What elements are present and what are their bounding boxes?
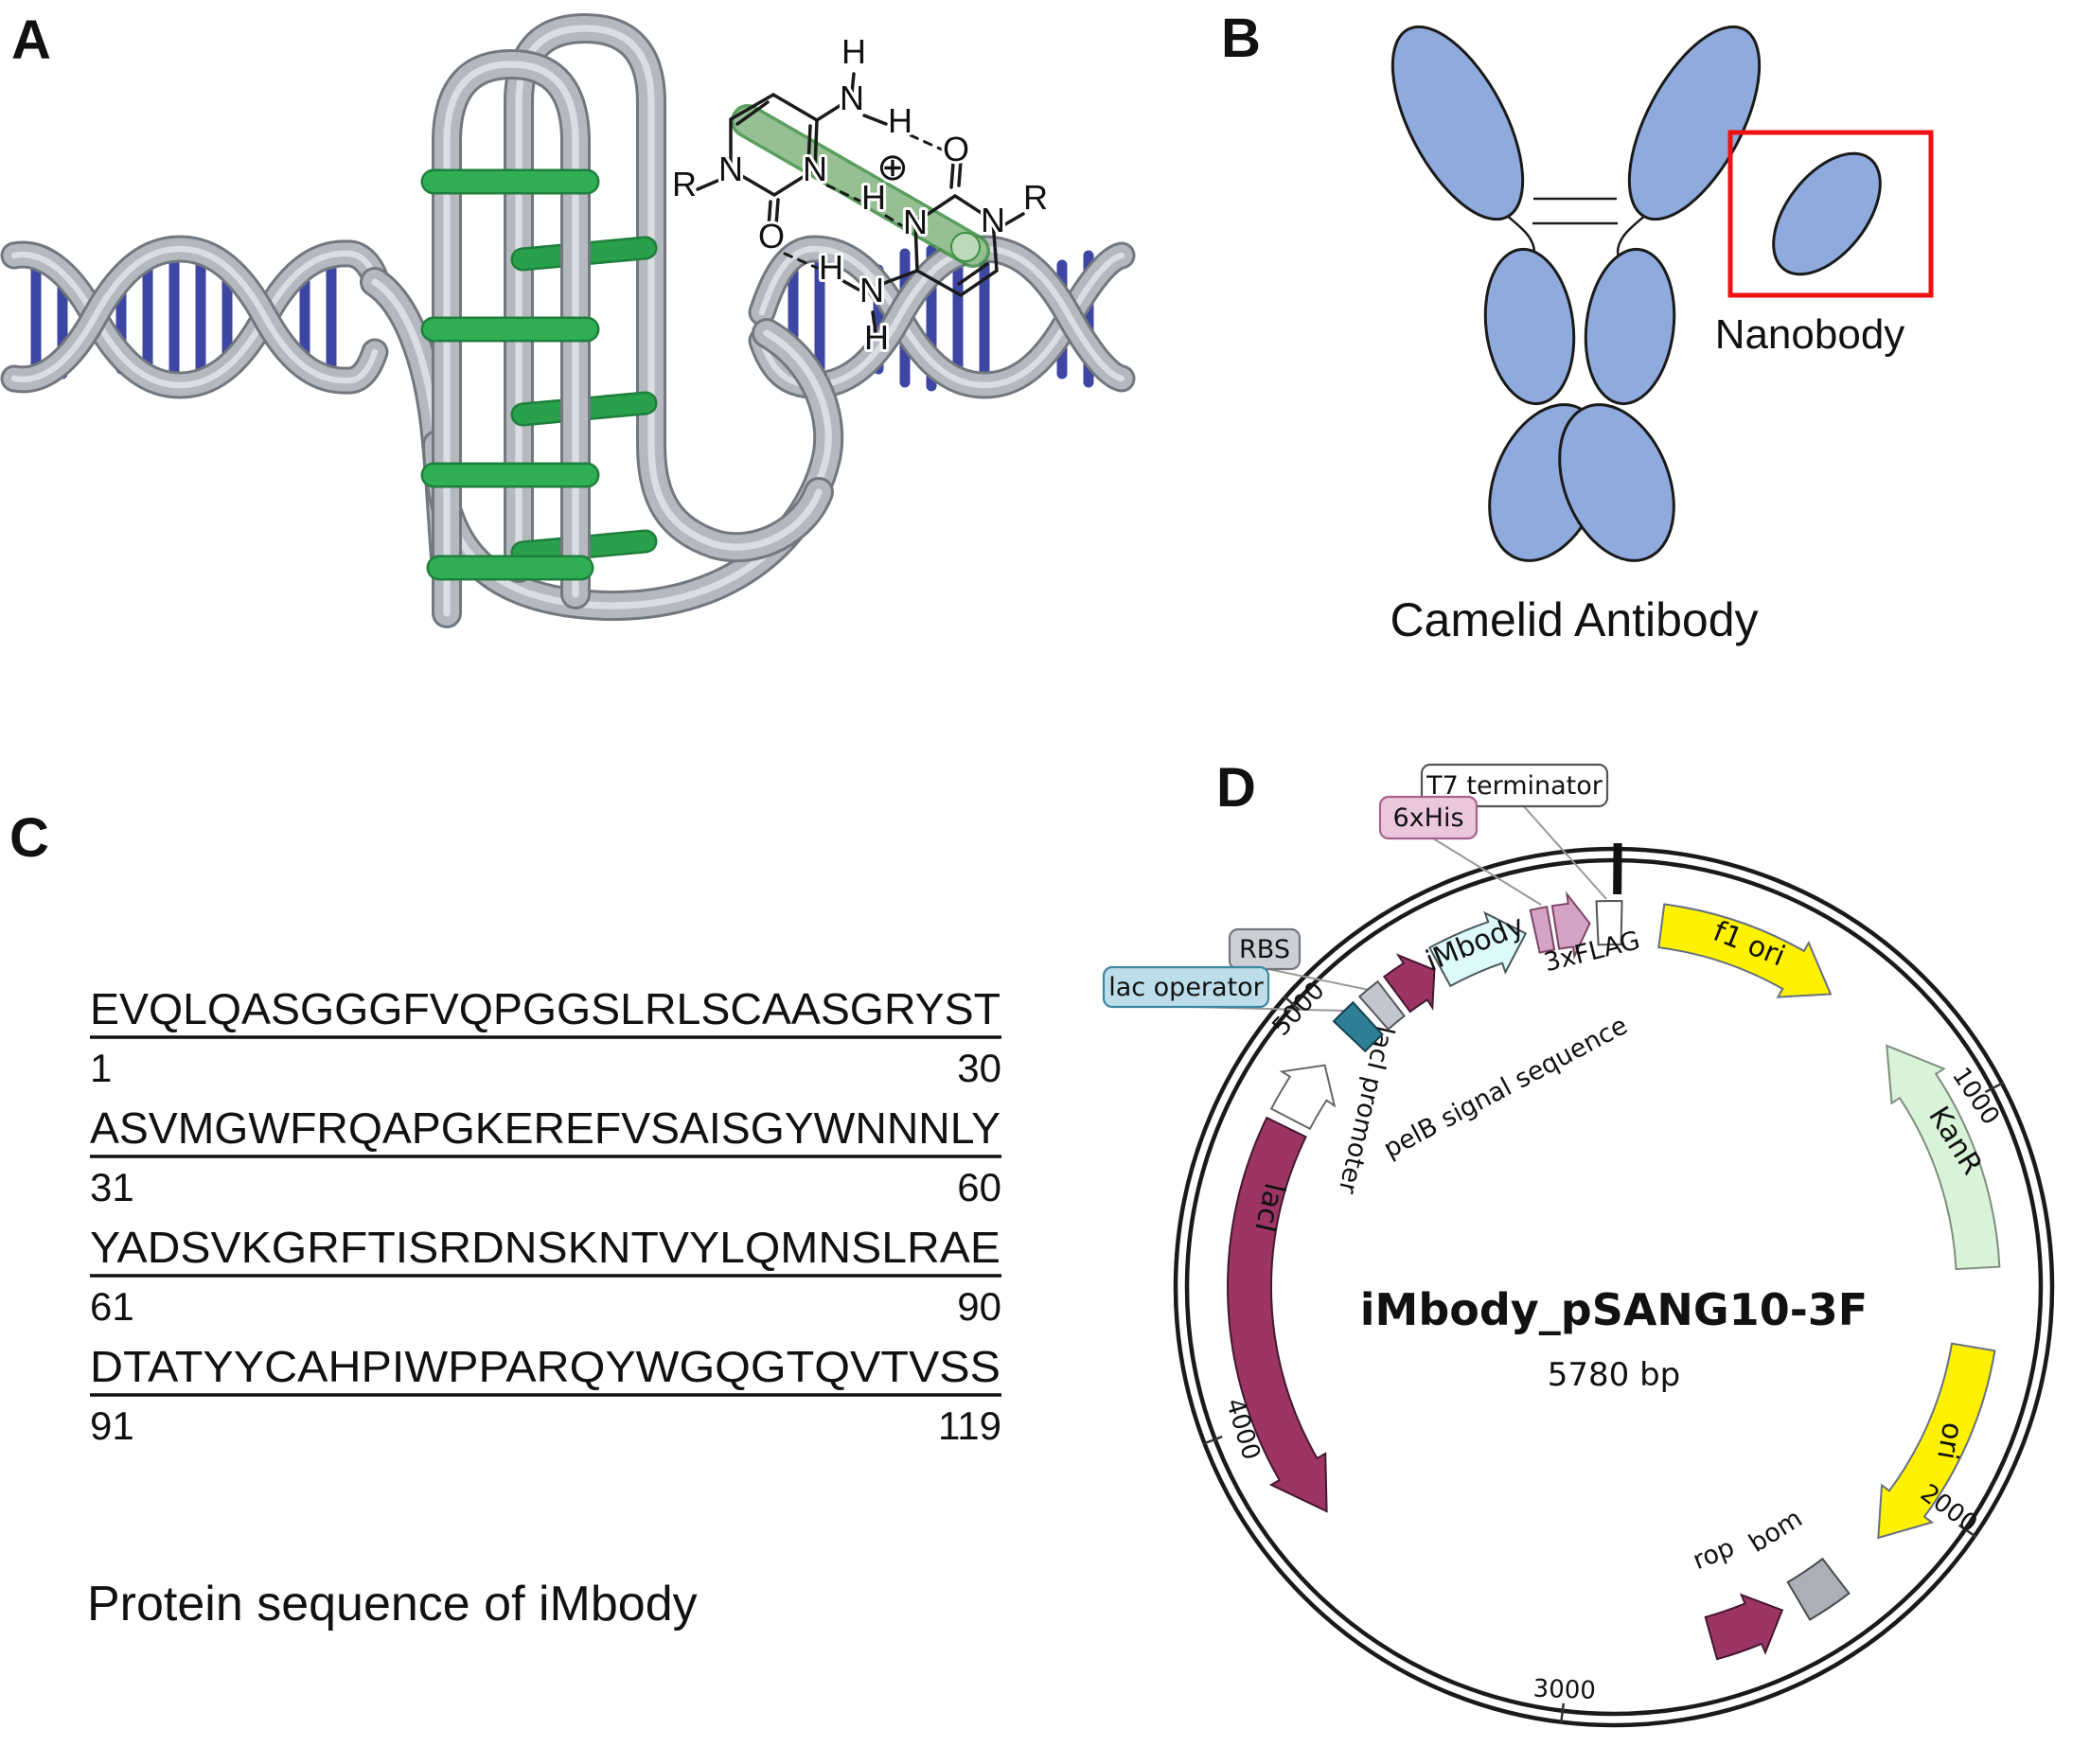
callout-label-6xhis: 6xHis: [1392, 803, 1463, 833]
plasmid-feature-3xflag-arrow: [1550, 891, 1591, 961]
plasmid-feature-kanr: [1886, 1044, 2001, 1271]
plasmid-tick-label-2000: 2000: [1915, 1479, 1982, 1539]
plasmid-tick-5000: [1283, 995, 1301, 1011]
plasmid-tick-label-3000: 3000: [1532, 1675, 1596, 1705]
chem-atom-H: H: [841, 32, 866, 71]
chem-atom-H: H: [888, 101, 912, 140]
sequence-start: 61: [90, 1284, 134, 1329]
callout-label-lac-operator: lac operator: [1108, 973, 1264, 1002]
antibody-ch2-left: [1483, 247, 1576, 406]
plasmid-tick-2000: [1957, 1524, 1977, 1539]
panel-c: C EVQLQASGGGFVQPGGSLRLSCAASGRYST 1 30 AS…: [9, 807, 1001, 1632]
sequence-start: 91: [90, 1403, 134, 1448]
plasmid-feature-label-rop: rop: [1689, 1533, 1739, 1576]
plasmid-feature-ori: [1877, 1342, 1996, 1540]
panel-b: B Nanobody Camelid Antibody: [1221, 8, 1934, 646]
panel-a-label: A: [11, 9, 51, 71]
antibody-ch3-right: [1558, 403, 1675, 562]
callout-label-rbs: RBS: [1239, 935, 1290, 964]
chem-atom-R: R: [672, 165, 697, 203]
callout-line-6xhis: [1432, 838, 1542, 906]
sequence-row: ASVMGWFRQAPGKEREFVSAISGYWNNNLY: [90, 1103, 1001, 1153]
plasmid-feature-label-ori: ori: [1930, 1420, 1969, 1462]
sequence-row: EVQLQASGGGFVQPGGSLRLSCAASGRYST: [90, 984, 1001, 1033]
chem-atom-N: N: [803, 150, 827, 188]
chem-atom-N: N: [840, 79, 864, 117]
chem-atom-H: H: [861, 178, 886, 217]
plasmid-tick-4000: [1202, 1435, 1223, 1446]
plasmid-inner-label: pelB signal sequence: [1379, 1011, 1633, 1164]
sequence-end: 60: [957, 1165, 1001, 1209]
callout-box-lac-operator: [1102, 965, 1270, 1009]
nanobody-domain: [1772, 151, 1882, 276]
plasmid-tick-1000: [1984, 1081, 2005, 1094]
plasmid-feature-6xhis-box: [1529, 906, 1556, 954]
plasmid-feature-rop: [1704, 1593, 1784, 1661]
antibody-ch2-right: [1584, 247, 1676, 406]
chem-atom-H: H: [864, 318, 889, 357]
chem-bonds: [696, 72, 1025, 335]
antibody-hinge-lines: [1499, 197, 1653, 287]
callout-box-6xhis: [1378, 795, 1479, 840]
plasmid-size: 5780 bp: [1548, 1356, 1681, 1394]
plasmid-feature-t7-terminator-box: [1595, 900, 1623, 946]
callout-line-rbs: [1267, 968, 1370, 991]
panel-c-title: Protein sequence of iMbody: [87, 1577, 698, 1632]
sequence-end: 90: [957, 1284, 1001, 1329]
plasmid-feature-lac-operator-box: [1332, 1000, 1384, 1053]
antibody-arm-left: [1390, 25, 1525, 221]
plasmid-feature-laci: [1227, 1116, 1328, 1513]
chem-atom-N: N: [718, 150, 743, 188]
callout-label-t7-terminator: T7 terminator: [1426, 771, 1603, 801]
sequence-end: 119: [938, 1403, 1001, 1448]
plasmid-feature-label-bom: bom: [1744, 1504, 1807, 1559]
antibody-arm-right: [1627, 25, 1762, 221]
sequence-row: YADSVKGRFTISRDNSKNTVYLQMNSLRAE: [90, 1223, 1001, 1272]
nanobody-highlight-box: [1727, 130, 1934, 298]
sequence-start: 1: [90, 1046, 112, 1090]
sequence-start: 31: [90, 1165, 134, 1209]
plasmid-feature-pelb-arrow: [1382, 953, 1436, 1014]
chem-atom-R: R: [1023, 178, 1048, 217]
plasmid-feature-f1-ori: [1657, 903, 1833, 998]
chem-atom-N: N: [981, 201, 1005, 239]
plasmid-tick-3000: [1559, 1702, 1566, 1724]
chem-atom-O: O: [943, 130, 969, 168]
panel-b-label: B: [1221, 8, 1261, 69]
callout-leader-lines: [1194, 805, 1607, 1012]
plasmid-feature-laci-promoter: [1269, 1064, 1337, 1131]
panel-c-label: C: [9, 807, 49, 869]
chem-atom-N: N: [859, 271, 884, 309]
chem-atom-⊕: ⊕: [877, 147, 909, 188]
panel-b-caption: Camelid Antibody: [1390, 593, 1758, 646]
dna-backbone-tubes: [0, 12, 1136, 628]
chem-atom-O: O: [758, 217, 785, 256]
plasmid-feature-rbs-box: [1357, 979, 1407, 1032]
panel-d-label: D: [1216, 757, 1256, 819]
base-pair-rod: [734, 107, 987, 265]
chem-atom-N: N: [903, 203, 928, 241]
sequence-row: DTATYYCAHPIWPPARQYWGQGTQVTVSS: [90, 1342, 1001, 1391]
rod-end-cap: [950, 232, 981, 262]
plasmid-feature-imbody: [1427, 910, 1528, 988]
callout-line-t7-terminator: [1523, 805, 1607, 900]
plasmid-feature-bom: [1786, 1557, 1851, 1621]
chem-hydrogen-bonds: [783, 133, 944, 270]
chem-atom-H: H: [819, 248, 843, 287]
sequence-end: 30: [957, 1046, 1001, 1090]
nanobody-label: Nanobody: [1715, 311, 1905, 358]
plasmid-title: iMbody_pSANG10-3F: [1360, 1284, 1868, 1335]
